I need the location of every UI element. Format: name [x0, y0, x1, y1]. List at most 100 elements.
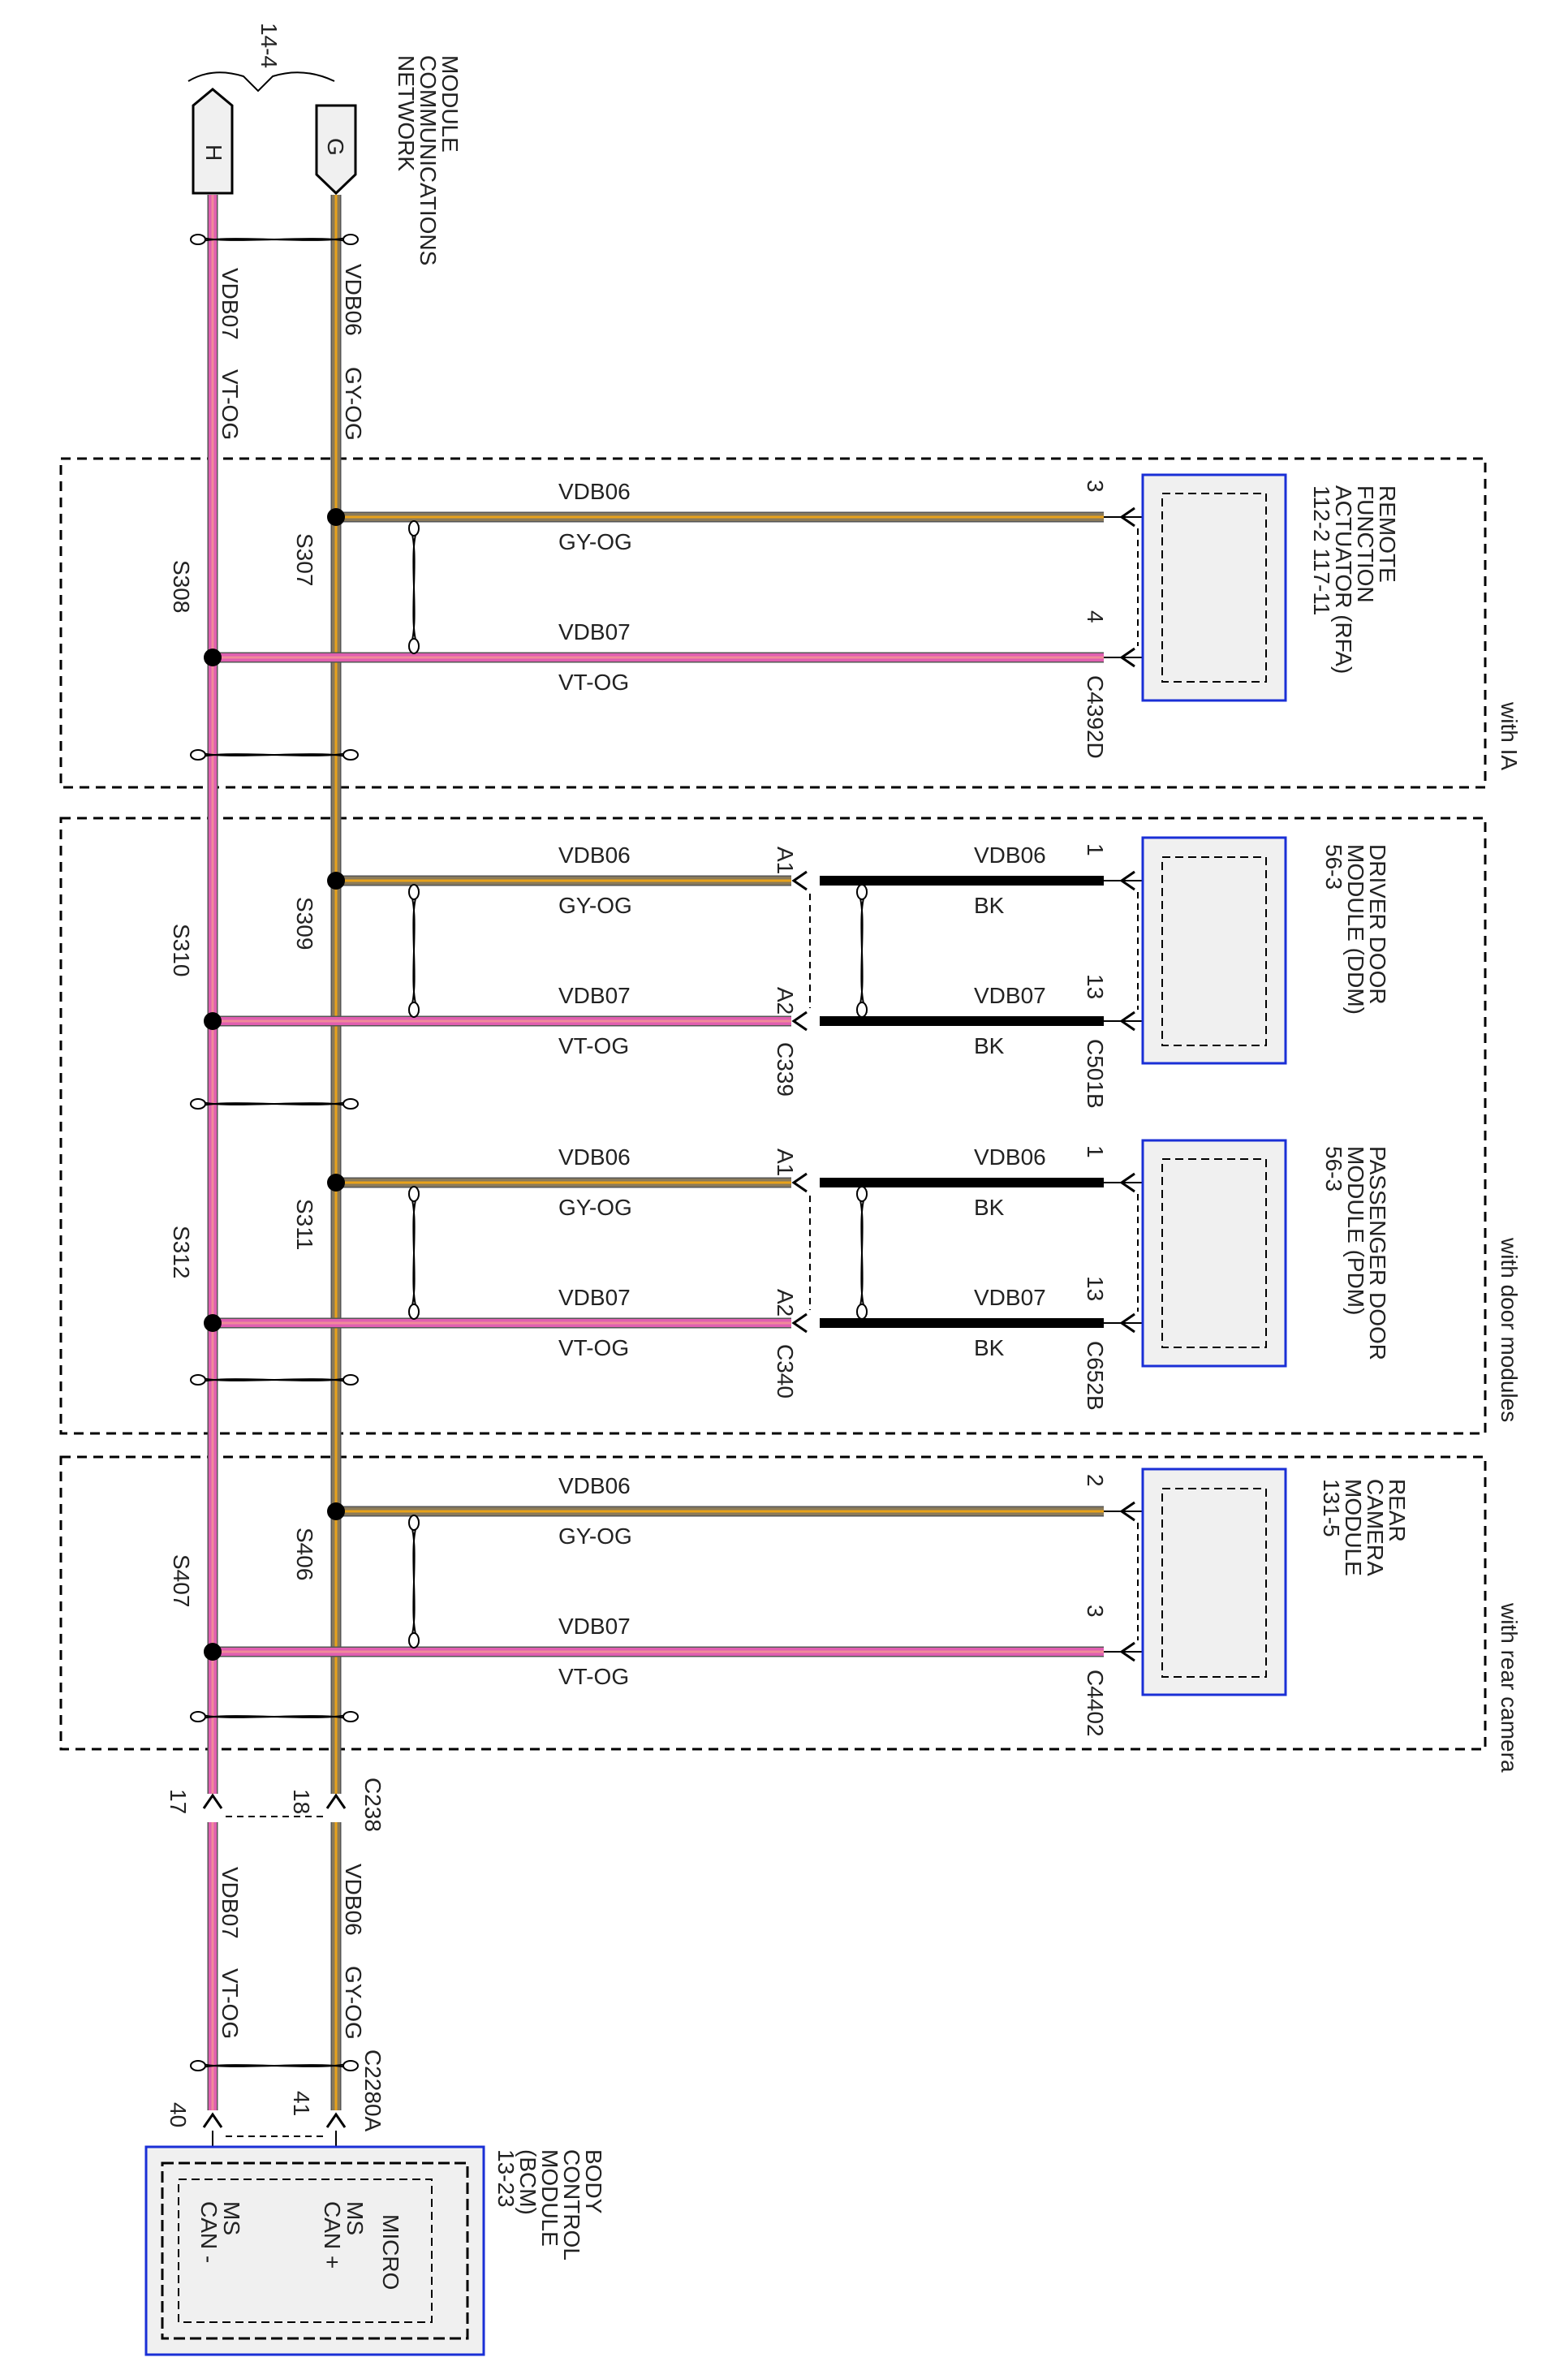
ddm-pin-neg: 13	[1083, 974, 1108, 999]
pdm-pos-circuit: VDB06	[558, 1144, 631, 1170]
cam-splice-pos-label: S406	[292, 1528, 317, 1580]
pdm-connector: C652B	[1083, 1341, 1108, 1411]
box-label-rear: with rear camera	[1497, 1602, 1522, 1773]
pdm-label-3: 56-3	[1321, 1146, 1346, 1192]
pdm-pos-color: GY-OG	[558, 1195, 632, 1220]
pdm-pin-pos: 1	[1083, 1145, 1108, 1158]
low-pos-color: GY-OG	[341, 1966, 366, 2040]
bcm-neg-can: CAN -	[196, 2201, 222, 2263]
cam-connector: C4402	[1083, 1670, 1108, 1737]
bcm-pos-can: CAN +	[320, 2201, 345, 2269]
ddm-bk-neg-circuit: VDB07	[974, 983, 1046, 1008]
ddm-splice-neg	[204, 1012, 222, 1030]
cam-pin-neg: 3	[1083, 1605, 1108, 1618]
rfa-splice-neg	[204, 649, 222, 666]
rfa-neg-circuit: VDB07	[558, 619, 631, 644]
rfa-label-2: FUNCTION	[1353, 485, 1378, 603]
cam-label-2: CAMERA	[1363, 1479, 1388, 1576]
ddm-label-3: 56-3	[1321, 844, 1346, 890]
pdm-pin-neg-arrow	[1119, 1312, 1135, 1334]
network-ref: 14-4	[256, 23, 282, 68]
pdm-inline-pos-pin: A1	[773, 1149, 798, 1176]
rfa-pos-color: GY-OG	[558, 529, 632, 554]
twist-bus-0	[194, 235, 355, 244]
bcm-module	[144, 2145, 485, 2356]
pdm-bk-pos-circuit: VDB06	[974, 1144, 1046, 1170]
cam-pos-circuit: VDB06	[558, 1473, 631, 1498]
cam-label-4: 131-5	[1319, 1479, 1344, 1537]
pdm-splice-neg	[204, 1314, 222, 1332]
rfa-module	[1141, 473, 1287, 702]
ddm-label-2: MODULE (DDM)	[1343, 844, 1368, 1015]
bcm-label-3: MODULE	[537, 2149, 562, 2247]
ddm-bk-neg-color: BK	[974, 1033, 1005, 1058]
c238-label: C238	[360, 1778, 386, 1832]
cam-splice-pos	[327, 1502, 345, 1520]
bcm-label-1: BODY	[581, 2149, 606, 2214]
connector-g: G	[315, 104, 357, 196]
ddm-bk-pos-color: BK	[974, 893, 1005, 918]
pdm-bk-neg-circuit: VDB07	[974, 1285, 1046, 1310]
rfa-label-3: ACTUATOR (RFA)	[1331, 485, 1356, 674]
network-title-1: MODULE	[437, 55, 463, 153]
pdm-splice-neg-label: S312	[169, 1226, 194, 1278]
pdm-twist-bk	[856, 1190, 868, 1316]
twist-bus-1	[194, 750, 355, 760]
rfa-label-4: 112-2 117-11	[1309, 485, 1334, 615]
ddm-twist-main	[408, 888, 420, 1014]
pdm-label-1: PASSENGER DOOR	[1365, 1146, 1390, 1360]
low-neg-color: VT-OG	[218, 1968, 243, 2039]
pdm-pin-neg: 13	[1083, 1276, 1108, 1301]
box-label-ia: with IA	[1497, 701, 1522, 770]
pdm-neg-circuit: VDB07	[558, 1285, 631, 1310]
c2280a-pin-pos: 41	[289, 2091, 314, 2116]
ddm-pos-color: GY-OG	[558, 893, 632, 918]
cam-module	[1141, 1467, 1287, 1696]
cam-splice-neg	[204, 1643, 222, 1661]
cam-twist-main	[408, 1519, 420, 1644]
top-pos-circuit: VDB06	[341, 264, 366, 336]
ddm-module	[1141, 836, 1287, 1065]
pdm-module	[1141, 1139, 1287, 1368]
rfa-splice-neg-label: S308	[169, 560, 194, 613]
network-brace	[187, 71, 335, 93]
pdm-bk-neg-color: BK	[974, 1335, 1005, 1360]
low-pos-circuit: VDB06	[341, 1864, 366, 1936]
bcm-micro: MICRO	[378, 2214, 403, 2290]
ddm-twist-bk	[856, 888, 868, 1014]
ddm-pos-circuit: VDB06	[558, 843, 631, 868]
twist-bus-5	[194, 2061, 355, 2071]
cam-neg-color: VT-OG	[558, 1664, 629, 1689]
network-title-3: NETWORK	[394, 55, 419, 171]
ddm-inline-neg-pin: A2	[773, 987, 798, 1015]
cam-neg-circuit: VDB07	[558, 1614, 631, 1639]
pdm-splice-pos-label: S311	[292, 1199, 317, 1250]
ddm-inline-conn: C339	[773, 1042, 798, 1097]
ddm-inline-pos-arrow	[791, 870, 808, 891]
top-neg-color: VT-OG	[218, 369, 243, 440]
c238-neg-arrow	[202, 1793, 223, 1809]
rfa-twist-main	[408, 524, 420, 650]
c2280a-pin-neg: 40	[166, 2102, 191, 2127]
box-with-door-modules	[59, 817, 1487, 1435]
cam-pos-color: GY-OG	[558, 1524, 632, 1549]
ddm-splice-pos	[327, 872, 345, 890]
connector-h: H	[192, 88, 234, 195]
svg-text:H: H	[201, 144, 226, 161]
cam-pin-neg-arrow	[1119, 1641, 1135, 1662]
c2280a-neg-arrow	[202, 2112, 223, 2128]
svg-text:G: G	[323, 138, 348, 156]
pdm-twist-main	[408, 1190, 420, 1316]
ddm-connector: C501B	[1083, 1039, 1108, 1109]
cam-pin-pos: 2	[1083, 1474, 1108, 1487]
top-neg-circuit: VDB07	[218, 268, 243, 340]
rfa-connector: C4392D	[1083, 675, 1108, 759]
rfa-splice-pos-label: S307	[292, 533, 317, 586]
pdm-inline-conn: C340	[773, 1344, 798, 1399]
ddm-bk-pos-circuit: VDB06	[974, 843, 1046, 868]
rfa-pin-pos: 3	[1083, 480, 1108, 493]
c238-pos-arrow	[325, 1793, 347, 1809]
ddm-inline-pos-pin: A1	[773, 847, 798, 874]
bcm-pos-ms: MS	[342, 2201, 368, 2235]
ddm-pin-pos-arrow	[1119, 870, 1135, 891]
